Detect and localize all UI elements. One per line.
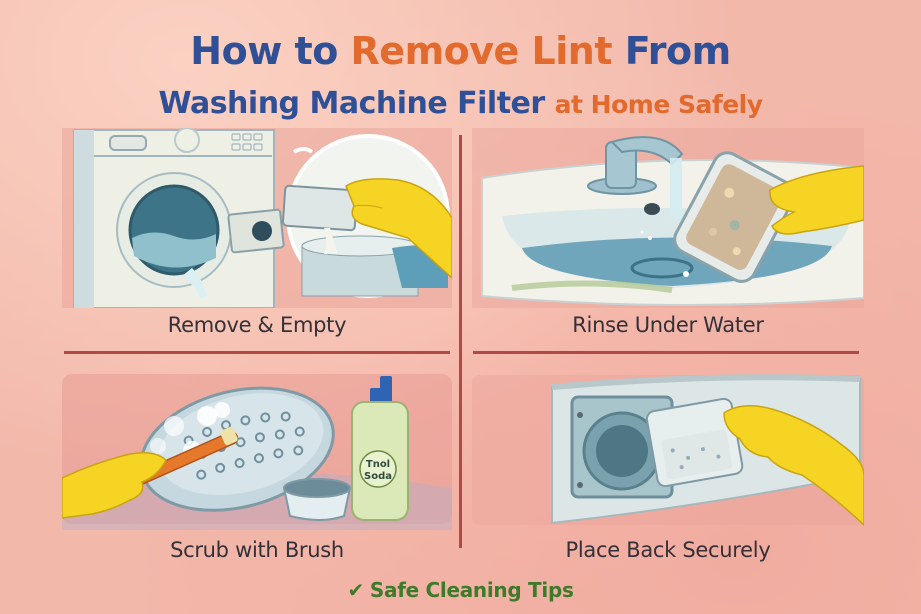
horizontal-divider-left xyxy=(64,351,450,354)
washing-machine-illustration xyxy=(62,128,452,308)
filter-reinsertion-illustration xyxy=(472,374,864,527)
step-3-caption: Scrub with Brush xyxy=(170,538,344,562)
step-1-caption: Remove & Empty xyxy=(167,313,347,337)
title-text-remove-lint: Remove Lint xyxy=(350,29,613,73)
horizontal-divider-right xyxy=(473,351,859,354)
step-1-illustration xyxy=(62,128,452,308)
sink-faucet-illustration xyxy=(472,128,864,308)
checkmark-icon: ✔ xyxy=(347,578,364,602)
title-text-how-to: How to xyxy=(190,29,351,73)
page-title-line-2: Washing Machine Filter at Home Safely xyxy=(0,84,921,125)
footer-text: Safe Cleaning Tips xyxy=(369,578,574,602)
soda-bottle-label-line-2: Soda xyxy=(364,471,392,482)
soda-bottle-label-line-1: Tnol xyxy=(366,459,390,470)
title-text-washing-machine-filter: Washing Machine Filter xyxy=(158,86,555,121)
step-4-illustration xyxy=(472,365,864,530)
vertical-divider xyxy=(459,135,462,548)
title-text-from: From xyxy=(612,29,731,73)
title-text-at-home-safely: at Home Safely xyxy=(554,90,763,119)
footer-safe-cleaning-tips: ✔Safe Cleaning Tips xyxy=(0,578,921,602)
step-3-illustration: Tnol Soda xyxy=(62,368,452,530)
step-2-illustration xyxy=(472,128,864,308)
step-2-caption: Rinse Under Water xyxy=(572,313,764,337)
page-title-line-1: How to Remove Lint From xyxy=(0,28,921,74)
scrub-brush-illustration: Tnol Soda xyxy=(62,374,452,530)
step-4-caption: Place Back Securely xyxy=(565,538,771,562)
